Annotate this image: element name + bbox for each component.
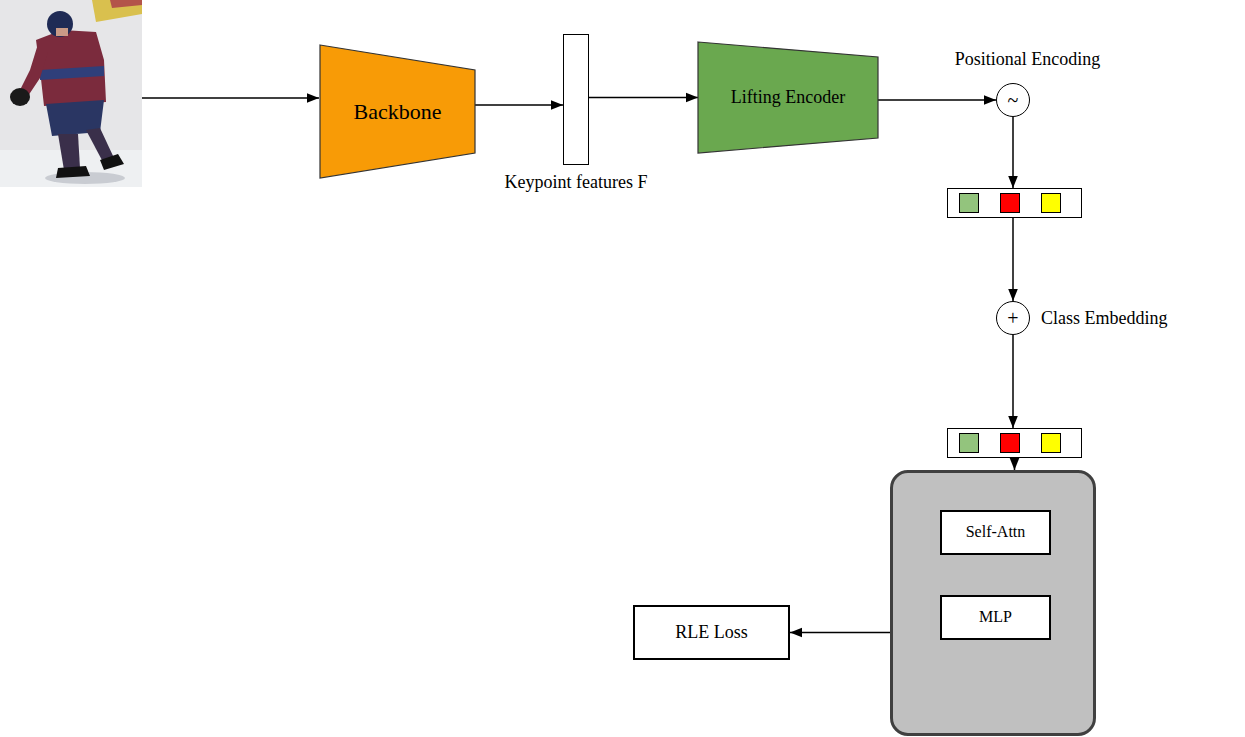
token-box [947, 188, 1082, 218]
arrow-connector [589, 97, 698, 99]
backbone-trapezoid: Backbone [320, 45, 475, 178]
node-label: Lifting Encoder [731, 87, 845, 108]
encoder-trapezoid: Lifting Encoder [698, 42, 878, 153]
arrow-connector [1014, 458, 1016, 470]
outside-label: Positional Encoding [955, 49, 1101, 70]
node-label: Keypoint features F [505, 172, 648, 193]
feature-bar: Keypoint features F [563, 34, 589, 165]
add-circle: +Class Embedding [996, 301, 1030, 335]
encoding-circle: ~Positional Encoding [996, 83, 1030, 117]
input-arrow [142, 97, 319, 99]
hockey-player-photo [0, 0, 142, 187]
arrow-connector [878, 99, 996, 101]
process-box: MLP [940, 595, 1051, 640]
node-label: + [1007, 307, 1018, 330]
node-label: RLE Loss [675, 622, 748, 643]
node-label: Self-Attn [966, 523, 1026, 541]
token-square [959, 193, 979, 213]
transformer-block: Self-AttnMLP [890, 470, 1096, 736]
token-square [1041, 433, 1061, 453]
arrow-connector [1012, 218, 1014, 301]
process-box: Self-Attn [940, 510, 1051, 555]
arrow-connector [790, 632, 890, 634]
token-square [1041, 193, 1061, 213]
node-label: MLP [979, 608, 1012, 626]
node-label: Backbone [354, 99, 442, 124]
token-box [947, 428, 1082, 458]
trapezoid-outline [698, 42, 878, 153]
arrow-connector [1012, 335, 1014, 428]
outside-label: Class Embedding [1041, 308, 1168, 329]
arrow-connector [475, 104, 563, 106]
token-square [959, 433, 979, 453]
node-label: ~ [1008, 89, 1019, 112]
token-square [1000, 433, 1020, 453]
loss-box: RLE Loss [633, 605, 790, 660]
arrow-connector [1012, 117, 1014, 188]
token-square [1000, 193, 1020, 213]
trapezoid-outline [320, 45, 475, 178]
